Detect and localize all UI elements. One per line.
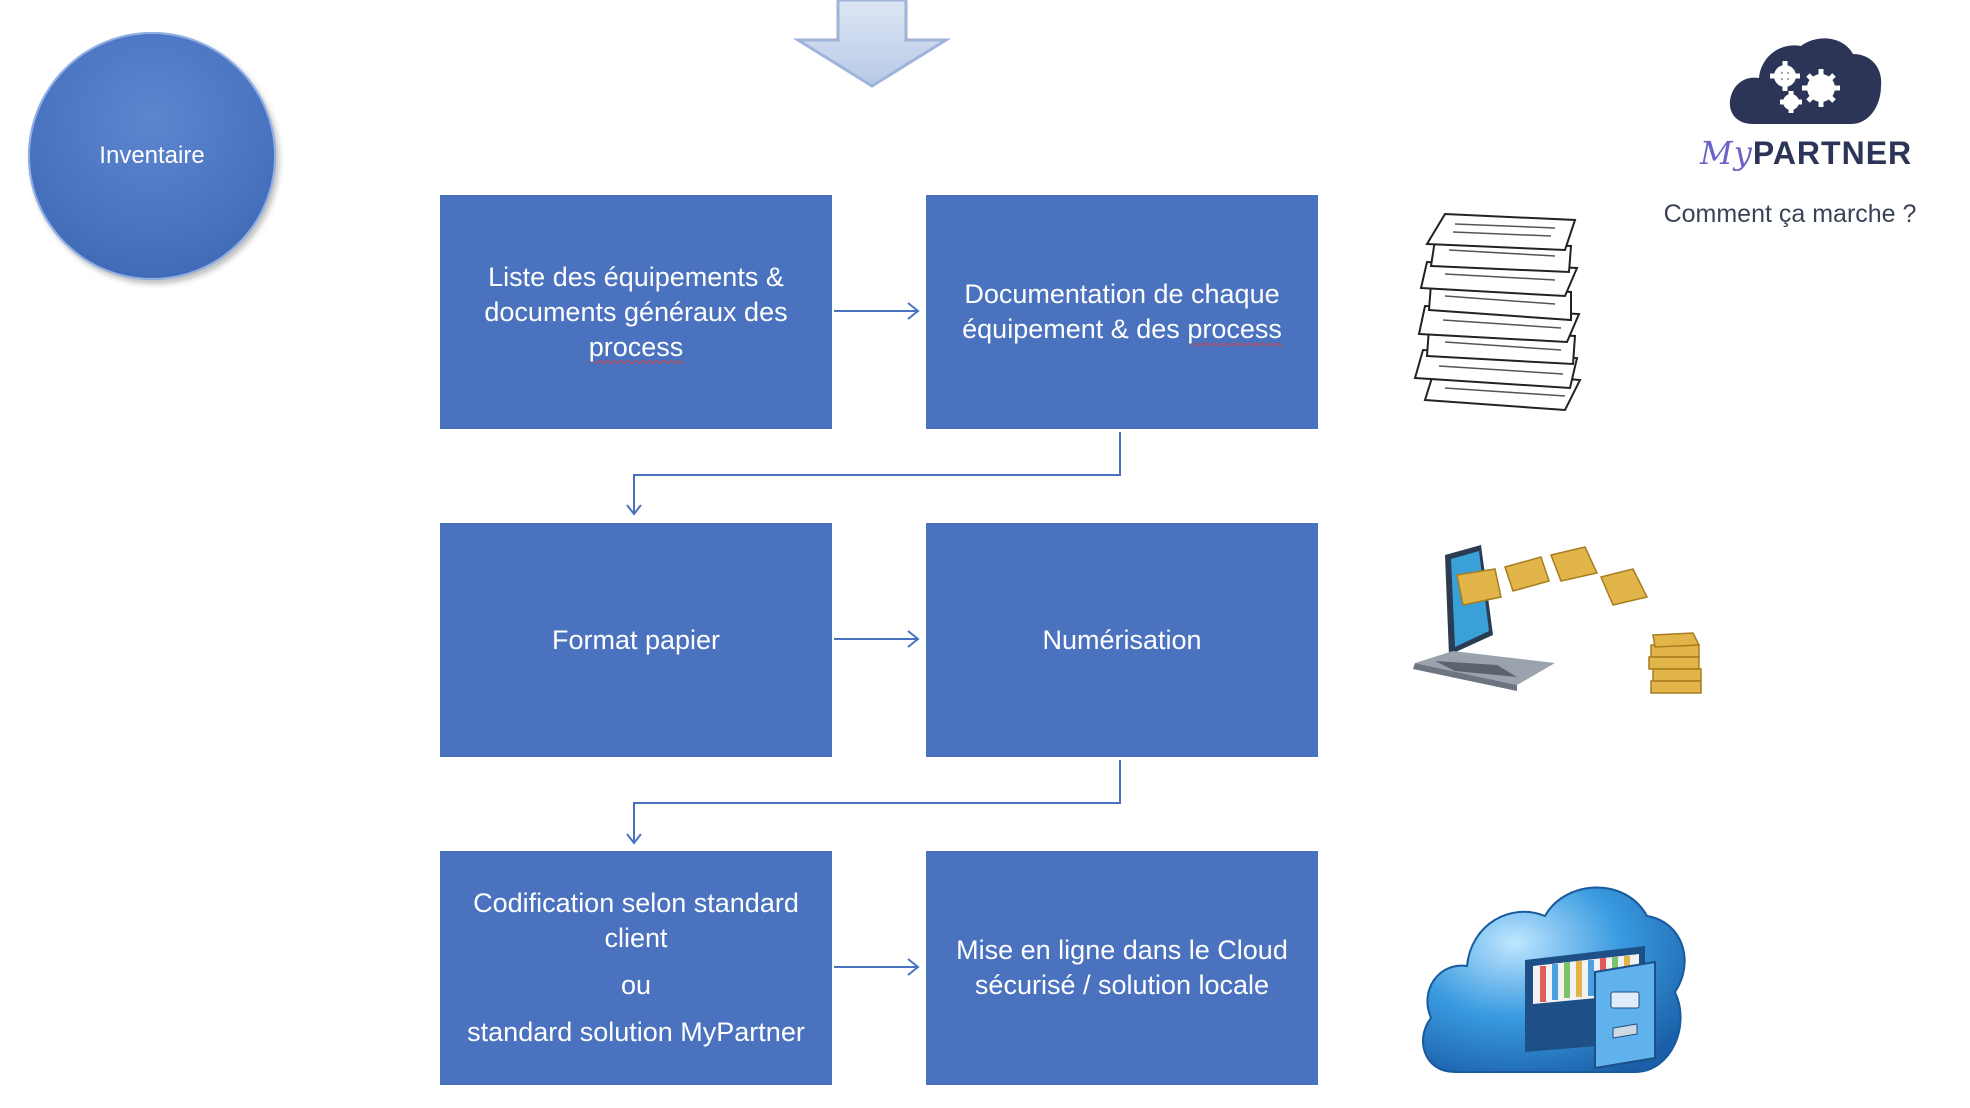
step-6-text: Mise en ligne dans le Cloud sécurisé / s… [956,935,1288,1000]
step-5-or: ou [620,970,652,1000]
step-1-underlined: process [588,331,684,362]
paper-stack-icon [1413,212,1582,412]
brand-name: PARTNER [1752,135,1913,171]
step-documentation: Documentation de chaque équipement & des… [926,195,1318,429]
mypartner-cloud-gears-icon [1729,38,1882,124]
brand-logo: MyPARTNER [1700,134,1913,172]
step-1-text: Liste des équipements & documents généra… [484,261,788,327]
step-2-underlined: process [1187,314,1282,344]
cloud-cabinet-icon [1422,886,1686,1073]
brand-prefix: My [1700,134,1753,172]
laptop-folders-icon [1413,545,1702,694]
step-mise-en-ligne: Mise en ligne dans le Cloud sécurisé / s… [926,851,1318,1085]
brand-tagline: Comment ça marche ? [1663,200,1917,228]
top-down-arrow [792,0,952,88]
step-codification: Codification selon standard client ou st… [440,851,832,1085]
step-5-part2: standard solution MyPartner [467,1017,805,1047]
step-2-line1: Documentation de chaque [964,279,1280,309]
arrow-s4-s5 [633,760,1121,843]
inventaire-label: Inventaire [99,142,205,169]
step-liste-equipements: Liste des équipements & documents généra… [440,195,832,429]
step-format-papier: Format papier [440,523,832,757]
step-5-part1: Codification selon standard client [473,888,799,953]
step-numerisation: Numérisation [926,523,1318,757]
step-3-text: Format papier [551,624,721,655]
inventaire-node: Inventaire [28,32,276,280]
step-2-line2: équipement & des [962,314,1180,344]
arrow-s2-s3 [633,432,1121,514]
step-4-text: Numérisation [1042,624,1202,655]
